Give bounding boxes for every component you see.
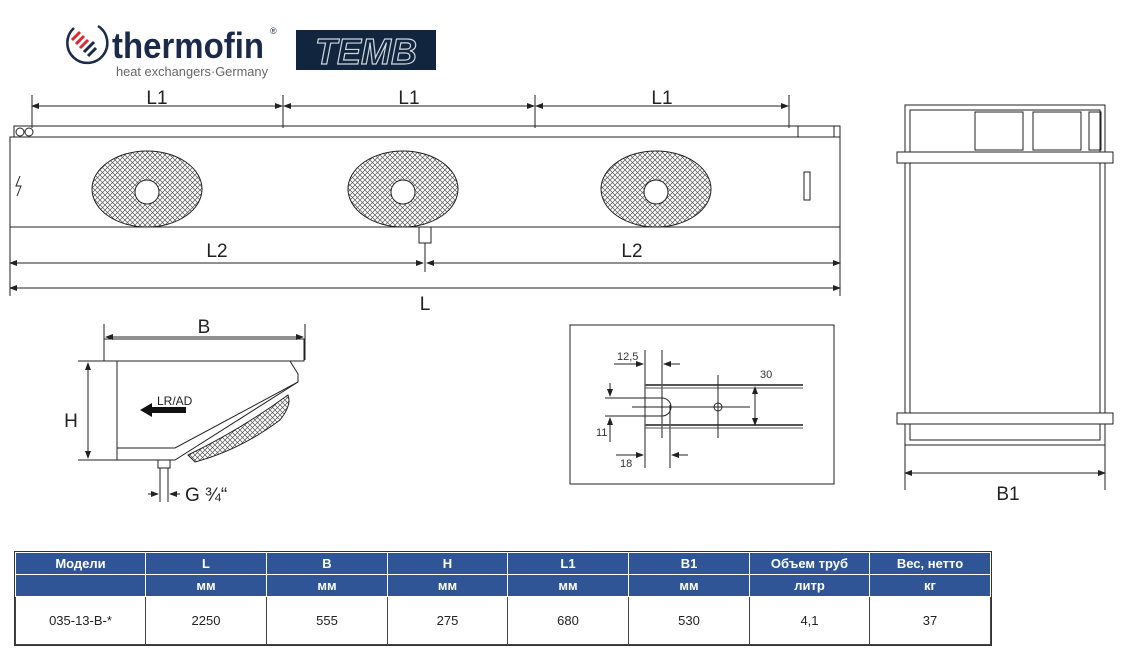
specs-table: Модели L B H L1 B1 Объем труб Вес, нетто… bbox=[14, 551, 992, 646]
registered-mark: ® bbox=[270, 26, 277, 36]
cell: 680 bbox=[507, 596, 629, 645]
dimension-label: B1 bbox=[996, 484, 1019, 505]
unit-cell: мм bbox=[145, 574, 267, 597]
thermofin-tagline: heat exchangers·Germany bbox=[116, 64, 268, 79]
dimension-label: 18 bbox=[620, 458, 632, 470]
dimension-label: B bbox=[198, 317, 211, 338]
end-view: B1 bbox=[896, 104, 1114, 505]
unit-cell: литр bbox=[749, 574, 870, 597]
unit-cell: мм bbox=[628, 574, 750, 597]
dimension-label: TEMB bbox=[315, 31, 417, 72]
dimension-label: 30 bbox=[760, 369, 772, 381]
cell: 4,1 bbox=[749, 596, 870, 645]
fan-1 bbox=[91, 150, 203, 228]
front-view: L1 L1 L1 L2 L2 L bbox=[9, 88, 841, 315]
col-header: B1 bbox=[628, 552, 750, 575]
table-row: 035-13-B-* 2250 555 275 680 530 4,1 37 bbox=[15, 596, 991, 645]
thermofin-logo: thermofin ® heat exchangers·Germany bbox=[66, 24, 277, 79]
dimension-label: H bbox=[64, 411, 78, 432]
fan-3 bbox=[600, 150, 712, 228]
temb-logo: TEMB bbox=[296, 30, 436, 73]
cell: 275 bbox=[387, 596, 508, 645]
cell: 035-13-B-* bbox=[15, 596, 146, 645]
col-header: Вес, нетто bbox=[869, 552, 991, 575]
side-view: B H LR/AD G ¾“ bbox=[64, 317, 306, 506]
col-header: L1 bbox=[507, 552, 629, 575]
dimension-label: G ¾“ bbox=[185, 485, 227, 506]
unit-cell: кг bbox=[869, 574, 991, 597]
units-row: мм мм мм мм мм литр кг bbox=[15, 574, 991, 597]
unit-cell: мм bbox=[266, 574, 388, 597]
unit-cell: мм bbox=[507, 574, 629, 597]
unit-cell: мм bbox=[387, 574, 508, 597]
cell: 37 bbox=[869, 596, 991, 645]
dimension-label: LR/AD bbox=[157, 394, 193, 408]
dimension-label: 12,5 bbox=[617, 351, 638, 363]
col-header: Объем труб bbox=[749, 552, 870, 575]
cell: 555 bbox=[266, 596, 388, 645]
dimension-label: L1 bbox=[146, 88, 167, 109]
cell: 2250 bbox=[145, 596, 267, 645]
mounting-detail: 30 12,5 11 18 bbox=[569, 324, 835, 485]
col-header: Модели bbox=[15, 552, 146, 575]
col-header: B bbox=[266, 552, 388, 575]
col-header: L bbox=[145, 552, 267, 575]
dimension-label: L bbox=[420, 294, 431, 315]
dimension-label: L2 bbox=[621, 241, 642, 262]
dimension-label: L2 bbox=[206, 241, 227, 262]
fan-2 bbox=[347, 150, 459, 228]
dimension-label: 11 bbox=[596, 427, 607, 439]
thermofin-wordmark: thermofin bbox=[112, 25, 264, 66]
dimension-label: L1 bbox=[398, 88, 419, 109]
unit-cell bbox=[15, 574, 146, 597]
dimension-label: L1 bbox=[651, 88, 672, 109]
cell: 530 bbox=[628, 596, 750, 645]
col-header: H bbox=[387, 552, 508, 575]
header-row: Модели L B H L1 B1 Объем труб Вес, нетто bbox=[15, 552, 991, 575]
